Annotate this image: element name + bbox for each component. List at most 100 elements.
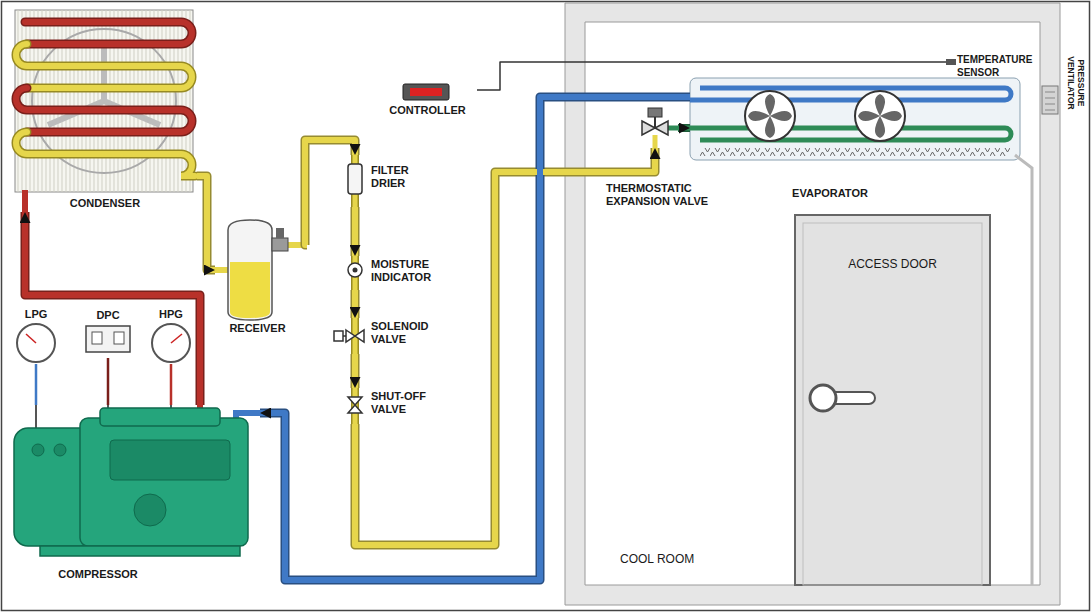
access-door: ACCESS DOOR: [795, 215, 992, 585]
liquid-line-components: [348, 263, 362, 277]
receiver-drawing: [230, 262, 270, 318]
evaporator-drawing: [855, 91, 905, 141]
label-slot: MOISTURE INDICATOR: [371, 258, 451, 284]
evaporator-drawing: [748, 94, 792, 138]
evaporator-drawing: [700, 148, 1010, 156]
compressor-drawing: [32, 444, 44, 456]
door-drawing: [803, 223, 982, 585]
expansion-valve-drawing: [654, 117, 656, 128]
controller-drawing: [403, 84, 449, 100]
gauges: [17, 324, 55, 362]
wall-label: PRESSURE VENTILATOR: [1066, 48, 1086, 118]
component-label: COOL ROOM: [620, 553, 740, 566]
filter-drier: FILTER DRIER: [343, 155, 463, 207]
sensor-probe: [946, 59, 956, 65]
evaporator-drawing: [690, 78, 1020, 160]
pipe-casing: [260, 97, 690, 580]
door-drawing: [810, 385, 836, 411]
label-slot: PRESSURE VENTILATOR: [1066, 48, 1086, 118]
moisture-indicator: MOISTURE INDICATOR: [343, 256, 473, 290]
compressor-drawing: [40, 546, 240, 556]
expansion-valve-drawing: [642, 121, 668, 135]
component-label: RECEIVER: [210, 322, 305, 335]
condenser-drawing: [22, 190, 28, 212]
refrigerant-pipe: [260, 97, 690, 580]
component-label: SHUT-OFF VALVE: [371, 390, 451, 416]
compressor-drawing: [14, 405, 262, 556]
gauges: [152, 324, 190, 362]
compressor-drawing: [110, 440, 230, 480]
pipe-casing: [305, 140, 355, 245]
condenser-drawing: [16, 88, 192, 132]
gauges: [86, 326, 130, 352]
liquid-line-stubs: [213, 150, 355, 430]
label-slot: COOL ROOM: [620, 553, 740, 566]
compressor-drawing: [14, 408, 248, 556]
signal-line: [35, 364, 38, 405]
component-label: TEMPERATURE SENSOR: [957, 53, 1039, 79]
expansion-valve-drawing: [642, 108, 680, 150]
condenser-drawing: [16, 132, 195, 176]
receiver-tank: RECEIVER: [215, 212, 307, 337]
refrigerant-pipe: [305, 140, 355, 245]
refrigerant-pipe: [355, 148, 655, 545]
expansion-valve: THERMOSTATIC EXPANSION VALVE: [632, 108, 678, 148]
liquid-line-components: [334, 331, 343, 341]
signal-line: [477, 62, 895, 90]
pipe-casing: [355, 148, 655, 545]
component-label: SOLENOID VALVE: [371, 320, 451, 346]
pipe-casing: [351, 207, 360, 256]
refrigerant-pipe: [197, 176, 215, 270]
component-label: FILTER DRIER: [371, 164, 431, 190]
condenser-drawing: [15, 10, 195, 212]
controller-drawing: [410, 88, 442, 96]
condenser-drawing: [15, 10, 193, 192]
pipe-casings: [25, 62, 895, 580]
pipe-casing: [351, 354, 360, 388]
component-label: THERMOSTATIC EXPANSION VALVE: [606, 182, 724, 208]
condenser-coil: CONDENSER: [15, 10, 197, 212]
liquid-line-components: [334, 164, 364, 413]
label-slot: EVAPORATOR: [770, 187, 890, 200]
temperature-sensor: TEMPERATURE SENSOR: [895, 50, 1041, 81]
pipe-casing: [678, 124, 690, 132]
label-slot: SHUT-OFF VALVE: [371, 390, 451, 416]
condenser-drawing: [15, 10, 193, 192]
receiver-drawing: [276, 228, 284, 238]
compressor-drawing: [54, 444, 66, 456]
liquid-line-components: [346, 330, 364, 342]
door-drawing: [795, 215, 990, 585]
compressor-drawing: [100, 408, 220, 426]
pressure-gauge: LPG: [13, 306, 61, 364]
refrigerant-pipe: [352, 290, 358, 318]
expansion-valve-drawing: [648, 108, 662, 117]
signal-line: [107, 358, 110, 405]
label-slot: THERMOSTATIC EXPANSION VALVE: [606, 182, 724, 208]
evaporator-drawing: [858, 94, 902, 138]
label-slot: DPC: [84, 309, 132, 322]
component-label: LPG: [13, 308, 59, 321]
evaporator-drawing: [690, 88, 1011, 100]
label-slot: LPG: [13, 308, 59, 321]
pipe-casing: [477, 62, 895, 90]
pipe-casing: [36, 364, 37, 405]
controller: CONTROLLER: [380, 82, 477, 119]
evaporator-drawing: [745, 91, 795, 141]
pipe-casing: [25, 212, 200, 405]
refrigerant-pipe: [25, 212, 200, 405]
label-slot: RECEIVER: [210, 322, 305, 335]
component-label: COMPRESSOR: [8, 568, 188, 581]
label-slot: CONDENSER: [15, 197, 195, 210]
shut-off-valve: SHUT-OFF VALVE: [343, 388, 455, 424]
label-slot: ACCESS DOOR: [795, 258, 990, 271]
compressor-drawing: [134, 494, 166, 526]
gauges: [26, 334, 36, 343]
pressure-control: DPC: [84, 306, 134, 358]
pipe-casing: [108, 358, 109, 405]
gauges: [92, 332, 102, 344]
condenser-drawing: [16, 44, 192, 88]
receiver-drawing: [272, 238, 288, 251]
